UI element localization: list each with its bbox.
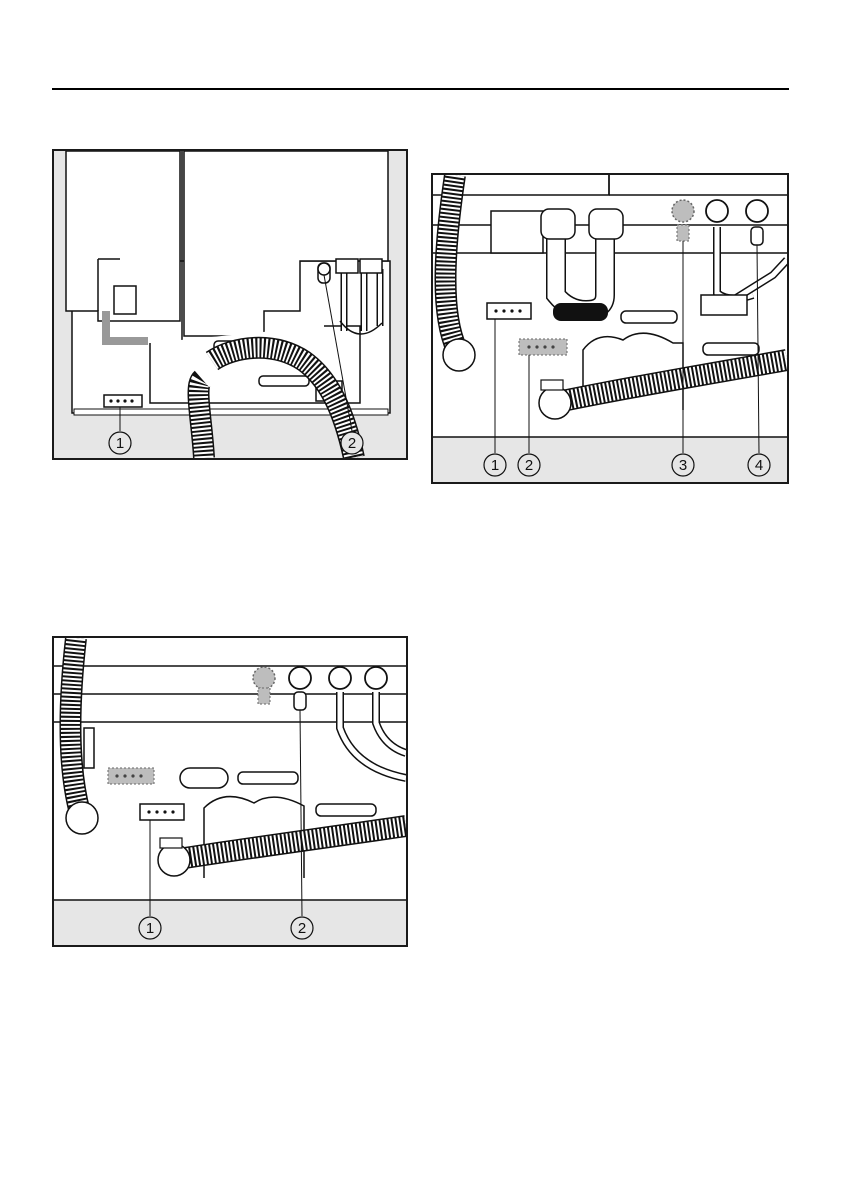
- svg-text:1: 1: [491, 457, 499, 474]
- figure-3-illustration: 1 2: [54, 638, 406, 945]
- svg-text:1: 1: [146, 920, 154, 937]
- svg-text:2: 2: [298, 920, 306, 937]
- callout-fig2-1: 1: [484, 454, 506, 476]
- callout-fig3-1: 1: [139, 917, 161, 939]
- figure-2-illustration: 1 2 3 4: [433, 175, 787, 482]
- svg-text:3: 3: [679, 457, 687, 474]
- callout-fig2-2: 2: [518, 454, 540, 476]
- callout-fig2-4: 4: [748, 454, 770, 476]
- svg-text:4: 4: [755, 457, 763, 474]
- callout-fig1-2: 2: [341, 432, 363, 454]
- callout-fig3-2: 2: [291, 917, 313, 939]
- figure-1-illustration: 1 2: [54, 151, 406, 458]
- callout-fig2-3: 3: [672, 454, 694, 476]
- callout-fig1-1: 1: [109, 432, 131, 454]
- figure-rear-view-2: 1 2 3 4: [431, 173, 789, 484]
- svg-text:2: 2: [348, 435, 356, 452]
- figure-rear-view-1: 1 2: [52, 149, 408, 460]
- figure-rear-view-3: 1 2: [52, 636, 408, 947]
- svg-text:1: 1: [116, 435, 124, 452]
- header-rule: [52, 88, 789, 90]
- svg-text:2: 2: [525, 457, 533, 474]
